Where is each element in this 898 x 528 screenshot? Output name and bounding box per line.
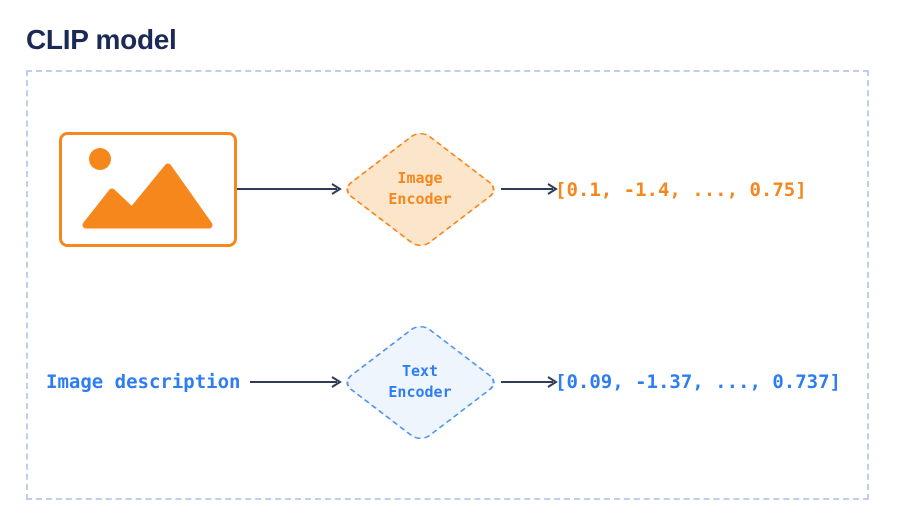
text-input-label: Image description	[46, 371, 241, 393]
arrow-image-encoder-to-embedding	[501, 183, 558, 195]
arrow-text-encoder-to-embedding	[501, 376, 558, 388]
arrow-description-to-text-encoder	[250, 376, 342, 388]
text-encoder-label: Text Encoder	[388, 362, 452, 401]
image-icon	[59, 132, 237, 247]
image-encoder-label: Image Encoder	[388, 169, 452, 208]
arrow-image-to-image-encoder	[237, 183, 342, 195]
image-embedding-value: [0.1, -1.4, ..., 0.75]	[555, 179, 807, 201]
diagram-frame	[26, 70, 869, 500]
image-icon-frame	[59, 132, 237, 247]
page-title: CLIP model	[26, 24, 177, 55]
sun-icon	[89, 148, 111, 170]
text-embedding-value: [0.09, -1.37, ..., 0.737]	[555, 371, 841, 393]
mountains-icon	[82, 163, 213, 229]
